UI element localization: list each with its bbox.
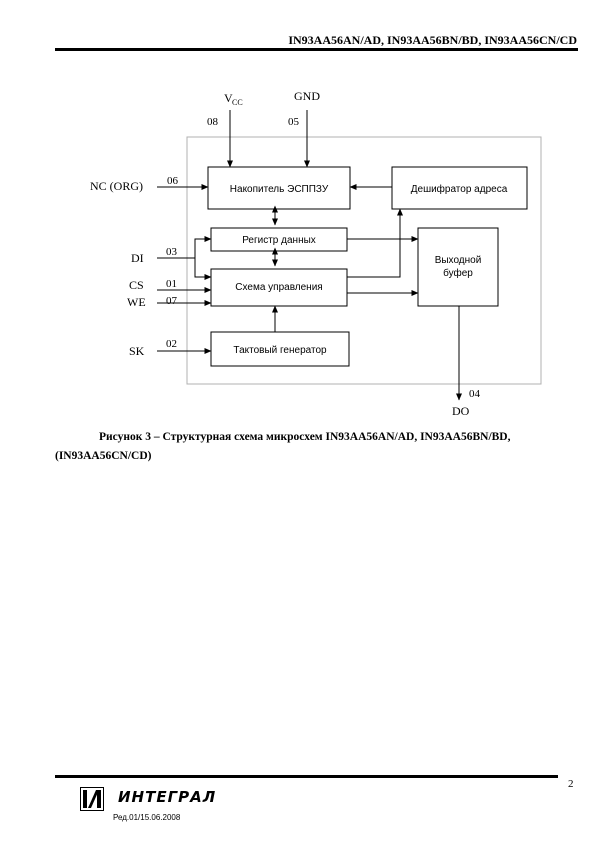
figure-caption: Рисунок 3 – Структурная схема микросхем …	[55, 428, 535, 466]
sk-pin-label: SK	[129, 344, 145, 358]
di-to-control-line	[194, 258, 212, 280]
data-register-block: Регистр данных	[210, 227, 348, 252]
page-number: 2	[568, 778, 574, 790]
we-pin-number: 07	[166, 295, 178, 307]
footer-rule	[55, 775, 558, 778]
clock-generator-label: Тактовый генератор	[233, 345, 327, 356]
control-block: Схема управления	[210, 268, 348, 307]
cs-pin-label: CS	[129, 278, 144, 292]
sk-pin-number: 02	[166, 338, 177, 350]
nc-org-pin-label: NC (ORG)	[90, 179, 143, 193]
di-pin-number: 03	[166, 246, 178, 258]
figure-caption-line-1: Рисунок 3 – Структурная схема микросхем …	[99, 431, 511, 443]
di-to-register-line	[157, 236, 212, 259]
gnd-pin-label: GND	[294, 89, 320, 103]
address-decoder-block: Дешифратор адреса	[391, 166, 528, 210]
figure-caption-line-2: (IN93AA56CN/CD)	[55, 450, 152, 462]
do-pin-label: DO	[452, 404, 470, 418]
block-diagram: Накопитель ЭСППЗУ Дешифратор адреса Реги…	[90, 89, 542, 418]
eeprom-block-label: Накопитель ЭСППЗУ	[230, 184, 329, 195]
revision-date: Ред.01/15.06.2008	[113, 813, 181, 822]
integral-logo-icon	[80, 787, 104, 811]
eeprom-block: Накопитель ЭСППЗУ	[207, 166, 351, 210]
nc-org-pin-number: 06	[167, 175, 179, 187]
di-pin-label: DI	[131, 251, 144, 265]
document-header-title: IN93AA56AN/AD, IN93AA56BN/BD, IN93AA56CN…	[288, 33, 577, 47]
we-pin-label: WE	[127, 295, 146, 309]
address-decoder-label: Дешифратор адреса	[411, 183, 508, 195]
output-buffer-label-2: буфер	[443, 267, 473, 279]
output-buffer-block: Выходной буфер	[417, 227, 499, 307]
vcc-pin-number: 08	[207, 116, 219, 128]
brand-name: ИНТЕГРАЛ	[118, 788, 217, 806]
gnd-pin-number: 05	[288, 116, 300, 128]
control-to-decoder-line	[347, 208, 403, 278]
cs-pin-number: 01	[166, 278, 177, 290]
do-pin-number: 04	[469, 388, 481, 400]
header-rule	[55, 48, 578, 51]
control-block-label: Схема управления	[235, 282, 322, 293]
clock-generator-block: Тактовый генератор	[210, 331, 350, 367]
vcc-pin-label: V	[224, 91, 233, 105]
vcc-pin-subscript: CC	[232, 98, 243, 107]
chip-boundary	[186, 136, 542, 385]
data-register-label: Регистр данных	[242, 235, 316, 246]
output-buffer-label-1: Выходной	[435, 255, 482, 266]
